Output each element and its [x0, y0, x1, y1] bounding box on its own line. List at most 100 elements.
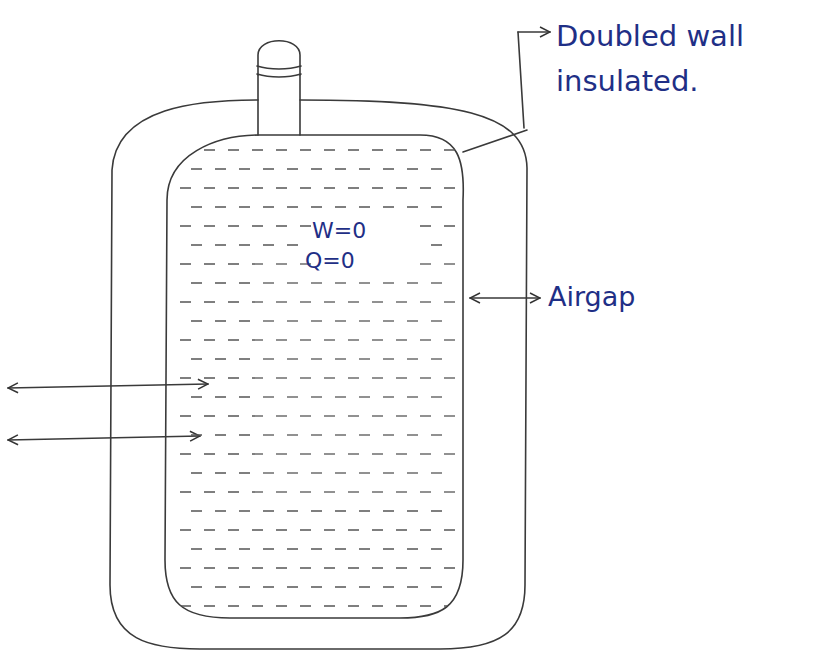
liquid-dash: [252, 149, 263, 150]
liquid-dash: [372, 377, 383, 378]
liquid-dash: [324, 187, 335, 188]
liquid-dash: [252, 605, 263, 606]
liquid-dash: [215, 396, 226, 397]
liquid-dash: [276, 301, 287, 302]
liquid-dash: [287, 206, 298, 207]
liquid-dash: [263, 434, 274, 435]
liquid-dash: [335, 548, 346, 549]
liquid-dash: [180, 453, 191, 454]
liquid-dash: [383, 434, 394, 435]
liquid-dash: [396, 339, 407, 340]
liquid-dash: [348, 453, 359, 454]
liquid-dash: [359, 434, 370, 435]
liquid-dash: [204, 415, 215, 416]
liquid-dash: [311, 586, 322, 587]
liquid-dash: [215, 548, 226, 549]
liquid-dash: [396, 529, 407, 530]
liquid-dash: [383, 548, 394, 549]
liquid-dash: [287, 510, 298, 511]
liquid-dash: [239, 510, 250, 511]
liquid-dash: [324, 149, 335, 150]
liquid-dash: [396, 567, 407, 568]
liquid-dash: [335, 510, 346, 511]
liquid-dash: [359, 168, 370, 169]
liquid-dash: [396, 605, 407, 606]
liquid-dash: [335, 282, 346, 283]
liquid-dash: [444, 149, 455, 150]
liquid-dash: [324, 377, 335, 378]
liquid-dash: [191, 434, 202, 435]
liquid-dash: [204, 339, 215, 340]
liquid-dash: [431, 244, 442, 245]
liquid-dash: [383, 358, 394, 359]
liquid-dash: [372, 529, 383, 530]
liquid-dash: [300, 415, 311, 416]
liquid-dash: [324, 491, 335, 492]
liquid-dash: [420, 529, 431, 530]
liquid-dash: [311, 548, 322, 549]
liquid-dash: [204, 605, 215, 606]
liquid-dash: [372, 301, 383, 302]
liquid-dash: [324, 301, 335, 302]
liquid-dash: [396, 377, 407, 378]
liquid-dash: [300, 605, 311, 606]
flask-outline: [8, 32, 550, 649]
liquid-dash: [348, 605, 359, 606]
liquid-dash: [204, 491, 215, 492]
liquid-dash: [252, 567, 263, 568]
liquid-dash: [444, 301, 455, 302]
liquid-dash: [407, 472, 418, 473]
liquid-dash: [239, 396, 250, 397]
liquid-dash: [252, 377, 263, 378]
liquid-dash: [204, 529, 215, 530]
liquid-dash: [359, 396, 370, 397]
liquid-dash: [228, 339, 239, 340]
liquid-dash: [348, 301, 359, 302]
liquid-dash: [407, 396, 418, 397]
liquid-dash: [252, 453, 263, 454]
flask-cap: [258, 41, 300, 75]
liquid-dash: [252, 301, 263, 302]
liquid-dash: [228, 301, 239, 302]
liquid-dash: [287, 586, 298, 587]
liquid-dash: [431, 472, 442, 473]
liquid-dash: [383, 320, 394, 321]
liquid-dash: [276, 225, 287, 226]
liquid-dash: [396, 453, 407, 454]
liquid-dash: [383, 206, 394, 207]
liquid-dash: [204, 149, 215, 150]
liquid-dash: [311, 396, 322, 397]
liquid-dash: [324, 529, 335, 530]
liquid-dash: [407, 168, 418, 169]
liquid-dash: [407, 358, 418, 359]
liquid-dash: [348, 339, 359, 340]
liquid-dash: [396, 415, 407, 416]
liquid-dash: [420, 149, 431, 150]
liquid-dash: [215, 282, 226, 283]
liquid-dash: [215, 168, 226, 169]
liquid-dash: [228, 605, 239, 606]
liquid-dash: [348, 491, 359, 492]
liquid-dash: [180, 415, 191, 416]
liquid-dash: [311, 358, 322, 359]
liquid-dash: [407, 282, 418, 283]
liquid-dash: [215, 320, 226, 321]
liquid-dash: [372, 453, 383, 454]
liquid-dash: [252, 529, 263, 530]
liquid-dash: [420, 415, 431, 416]
liquid-dash: [431, 396, 442, 397]
liquid-dash: [300, 149, 311, 150]
liquid-dash: [444, 225, 455, 226]
liquid-dash: [300, 377, 311, 378]
leader-arrow: [518, 31, 550, 33]
liquid-dash: [252, 263, 263, 264]
liquid-dash: [191, 206, 202, 207]
liquid-dash: [444, 453, 455, 454]
liquid-dash: [348, 567, 359, 568]
liquid-dash: [180, 301, 191, 302]
liquid-dash: [311, 282, 322, 283]
liquid-dash: [431, 358, 442, 359]
inner-wall: [165, 135, 463, 618]
liquid-dash: [324, 567, 335, 568]
